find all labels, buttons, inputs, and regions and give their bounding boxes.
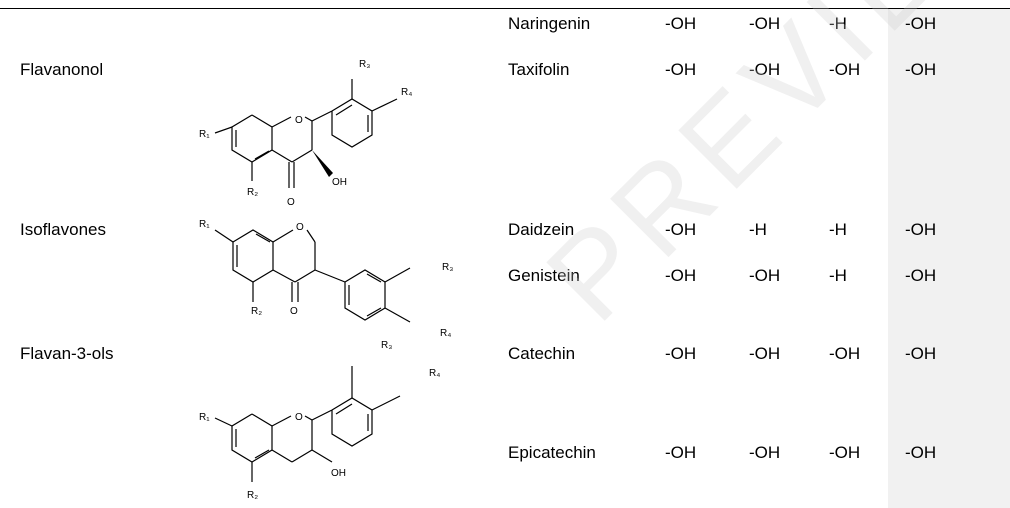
svg-text:O: O	[290, 306, 298, 317]
r3-value: -H	[829, 14, 847, 33]
isoflavone-structure: O O R₁ R₂ R₃ R₄	[199, 219, 453, 339]
svg-text:R₂: R₂	[251, 306, 262, 317]
r2-value: -H	[749, 220, 767, 239]
r2-value: -OH	[749, 60, 781, 79]
r3-value: -H	[829, 220, 847, 239]
r2-value: -OH	[749, 344, 781, 363]
svg-text:OH: OH	[331, 468, 346, 479]
class-label-flavan-3-ols: Flavan-3-ols	[20, 344, 114, 363]
svg-text:O: O	[296, 222, 304, 233]
compound-name: Taxifolin	[508, 60, 570, 79]
r2-value: -OH	[749, 443, 781, 462]
svg-text:R₁: R₁	[199, 129, 210, 140]
compound-name: Genistein	[508, 266, 580, 285]
r1-value: -OH	[665, 60, 697, 79]
r4-value: -OH	[905, 14, 937, 33]
svg-text:R₄: R₄	[401, 87, 412, 98]
r2-value: -OH	[749, 14, 781, 33]
svg-text:R₁: R₁	[199, 412, 210, 423]
svg-text:O: O	[295, 115, 303, 126]
shaded-column	[888, 9, 1010, 508]
class-label-flavanonol: Flavanonol	[20, 60, 104, 79]
svg-text:R₄: R₄	[440, 328, 451, 339]
r4-value: -OH	[905, 443, 937, 462]
svg-text:R₃: R₃	[381, 340, 392, 351]
r4-value: -OH	[905, 266, 937, 285]
svg-text:R₂: R₂	[247, 187, 258, 198]
svg-text:R₄: R₄	[429, 368, 440, 379]
svg-text:O: O	[295, 412, 303, 423]
r1-value: -OH	[665, 14, 697, 33]
svg-text:R₁: R₁	[199, 219, 210, 230]
svg-text:R₃: R₃	[359, 59, 370, 70]
r3-value: -OH	[829, 443, 861, 462]
flavanonol-structure: O O OH R₁ R₂ R₃ R₄	[199, 59, 412, 208]
r3-value: -OH	[829, 344, 861, 363]
r2-value: -OH	[749, 266, 781, 285]
svg-text:R₂: R₂	[247, 490, 258, 501]
r4-value: -OH	[905, 220, 937, 239]
r1-value: -OH	[665, 220, 697, 239]
class-label-isoflavones: Isoflavones	[20, 220, 106, 239]
r3-value: -H	[829, 266, 847, 285]
svg-text:R₃: R₃	[442, 262, 453, 273]
svg-text:O: O	[287, 197, 295, 208]
flavan-3-ol-structure: O OH R₁ R₂ R₃ R₄	[199, 340, 440, 501]
r4-value: -OH	[905, 344, 937, 363]
r1-value: -OH	[665, 344, 697, 363]
r1-value: -OH	[665, 443, 697, 462]
compound-name: Catechin	[508, 344, 576, 363]
compound-name: Naringenin	[508, 14, 591, 33]
svg-text:OH: OH	[332, 177, 347, 188]
r1-value: -OH	[665, 266, 697, 285]
compound-name: Epicatechin	[508, 443, 596, 462]
table-top-rule	[0, 8, 1010, 9]
r3-value: -OH	[829, 60, 861, 79]
r4-value: -OH	[905, 60, 937, 79]
compound-name: Daidzein	[508, 220, 575, 239]
